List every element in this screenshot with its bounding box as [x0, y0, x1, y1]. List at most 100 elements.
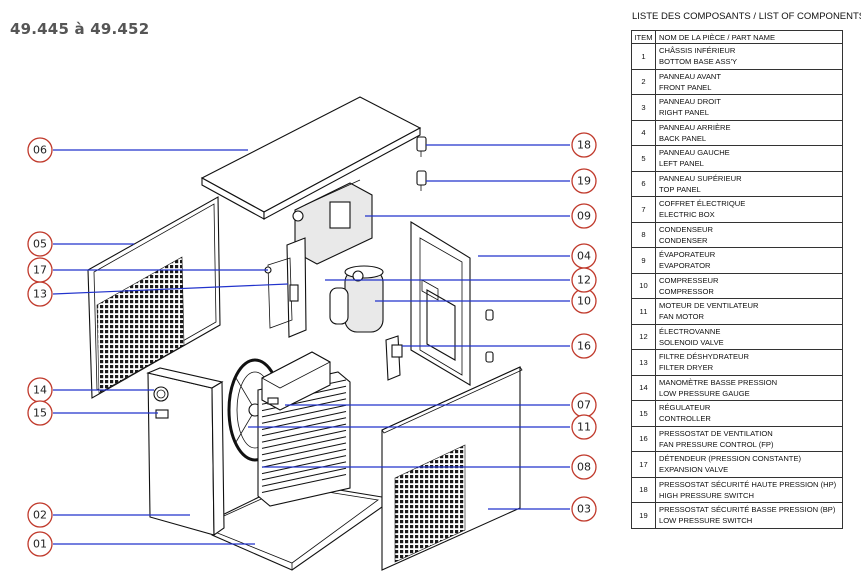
condenser-fin [261, 461, 347, 481]
callout-19-label: 19 [577, 175, 591, 188]
part-name-fr: MOTEUR DE VENTILATEUR [659, 301, 759, 311]
callout-14-label: 14 [33, 384, 47, 397]
fan-pressure-control-bracket [385, 335, 403, 381]
part-name-fr: PRESSOSTAT DE VENTILATION [659, 428, 773, 438]
part-name: PRESSOSTAT SÉCURITÉ BASSE PRESSION (BP)L… [655, 502, 843, 529]
condenser-fin [261, 429, 347, 449]
leader-lines [52, 144, 570, 545]
leader-13 [52, 283, 289, 295]
parts-list-heading: LISTE DES COMPOSANTS / LIST OF COMPONENT… [632, 11, 861, 22]
part-name-fr: RÉGULATEUR [659, 403, 711, 413]
callout-18-label: 18 [577, 139, 591, 152]
part-name-fr: PANNEAU ARRIÈRE [659, 122, 731, 132]
part-name-en: LOW PRESSURE GAUGE [659, 388, 750, 398]
callout-10: 10 [571, 288, 597, 314]
callout-14: 14 [27, 377, 53, 403]
back-panel [410, 221, 471, 386]
part-name-fr: FILTRE DÉSHYDRATEUR [659, 352, 750, 362]
condenser-fin [261, 436, 347, 456]
callout-11: 11 [571, 414, 597, 440]
callout-02: 02 [27, 502, 53, 528]
part-name-fr: ÉVAPORATEUR [659, 250, 716, 260]
part-name-en: FRONT PANEL [659, 82, 712, 92]
callout-09-label: 09 [577, 210, 591, 223]
part-item-number: 2 [631, 68, 656, 95]
part-name: PRESSOSTAT SÉCURITÉ HAUTE PRESSION (HP)H… [655, 476, 843, 503]
parts-list-header-row: ITEM NOM DE LA PIÈCE / PART NAME [631, 30, 843, 44]
callout-17-label: 17 [33, 264, 47, 277]
part-item-number: 1 [631, 43, 656, 70]
part-item-number: 6 [631, 170, 656, 197]
part-item-number: 3 [631, 94, 656, 121]
callout-05-label: 05 [33, 238, 47, 251]
callout-02-label: 02 [33, 509, 47, 522]
part-item-number: 10 [631, 272, 656, 299]
part-name-en: BOTTOM BASE ASS'Y [659, 57, 738, 67]
callout-12: 12 [571, 267, 597, 293]
part-item-number: 12 [631, 323, 656, 350]
part-name-en: HIGH PRESSURE SWITCH [659, 490, 754, 500]
callout-04-label: 04 [577, 250, 591, 263]
part-name-en: FILTER DRYER [659, 363, 714, 373]
part-name-en: CONTROLLER [659, 414, 711, 424]
callout-13: 13 [27, 281, 53, 307]
part-item-number: 18 [631, 476, 656, 503]
evaporator [292, 179, 373, 265]
compressor [329, 265, 384, 333]
part-name-fr: CONDENSEUR [659, 224, 714, 234]
part-name-en: EXPANSION VALVE [659, 465, 729, 475]
callout-16-label: 16 [577, 340, 591, 353]
part-item-number: 15 [631, 400, 656, 427]
part-name-fr: PANNEAU GAUCHE [659, 148, 730, 158]
document-title: 49.445 à 49.452 [10, 20, 150, 38]
callout-07-label: 07 [577, 399, 591, 412]
part-name-en: LOW PRESSURE SWITCH [659, 516, 753, 526]
part-name-fr: COFFRET ÉLECTRIQUE [659, 199, 746, 209]
callout-12-label: 12 [577, 274, 591, 287]
top-panel [200, 96, 422, 220]
part-name-en: RIGHT PANEL [659, 108, 709, 118]
callout-07: 07 [571, 392, 597, 418]
part-item-number: 4 [631, 119, 656, 146]
part-item-number: 11 [631, 298, 656, 325]
part-name-fr: DÉTENDEUR (PRESSION CONSTANTE) [659, 454, 802, 464]
part-name-en: BACK PANEL [659, 133, 707, 143]
part-item-number: 7 [631, 196, 656, 223]
part-name-en: TOP PANEL [659, 184, 701, 194]
condenser-fin [261, 455, 347, 475]
part-item-number: 13 [631, 349, 656, 376]
callout-15-label: 15 [33, 407, 47, 420]
part-name-fr: PRESSOSTAT SÉCURITÉ BASSE PRESSION (BP) [659, 505, 836, 515]
callout-18: 18 [571, 132, 597, 158]
part-name-en: FAN MOTOR [659, 312, 705, 322]
part-item-number: 16 [631, 425, 656, 452]
pressure-switches [416, 136, 427, 191]
